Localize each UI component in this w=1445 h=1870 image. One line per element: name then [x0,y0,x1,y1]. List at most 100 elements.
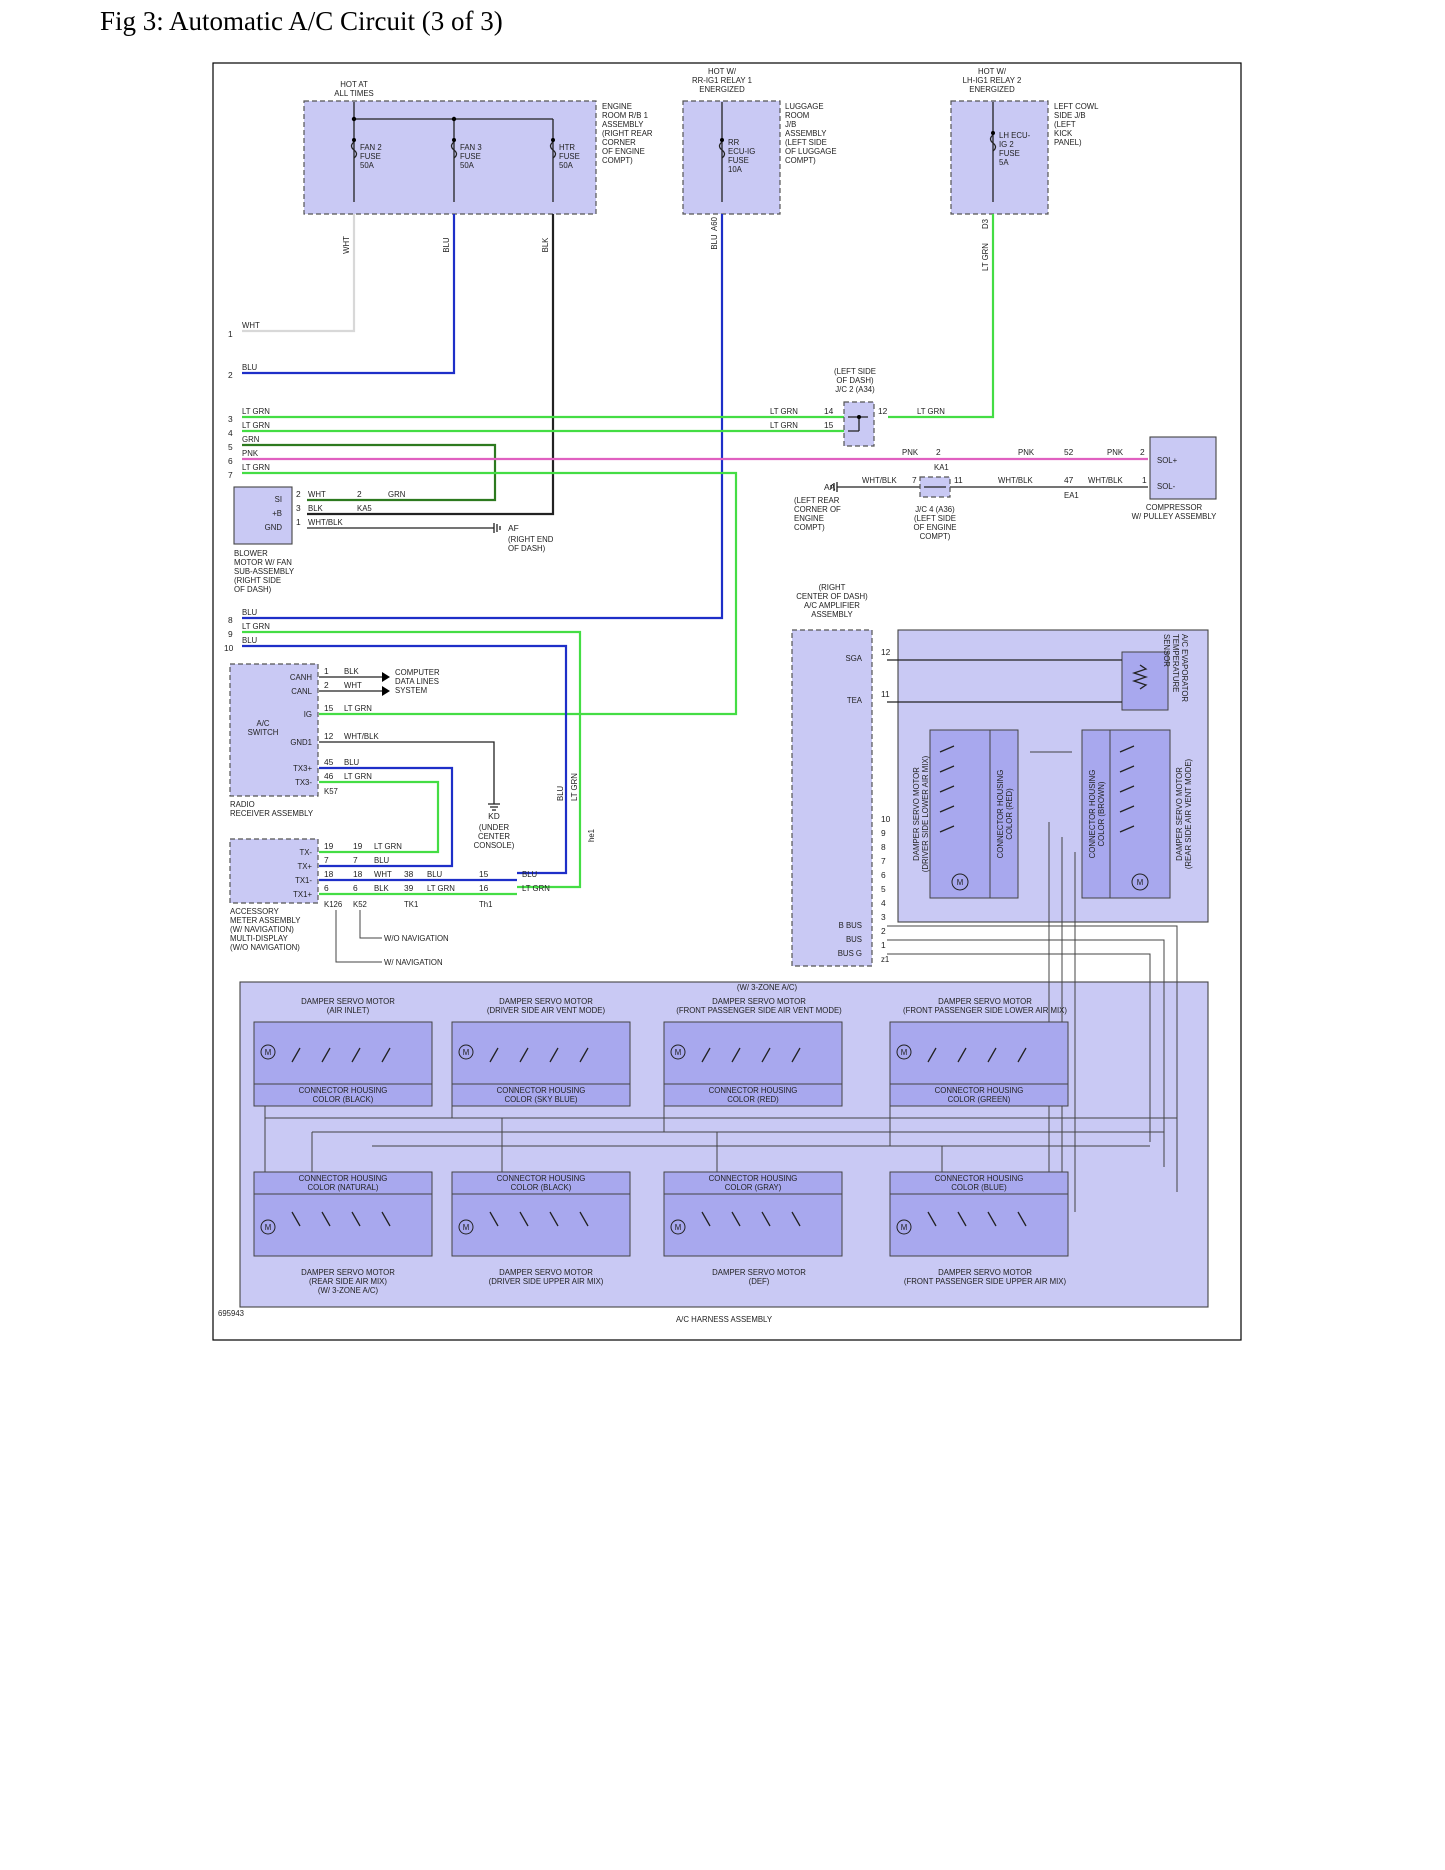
tag-he1-ltgrn: LT GRN [570,773,579,801]
ground-af: AF [508,523,519,533]
meter-pin-19b: 19 [353,841,363,851]
tag-whtblk-sol: WHT/BLK [1088,476,1123,485]
ka1-pin-2: 2 [936,447,941,457]
engine-room-rb1 [303,100,597,215]
servo-air-inlet: DAMPER SERVO MOTOR(AIR INLET) CONNECTOR … [253,997,433,1107]
blower-pin-1: 1 [296,517,301,527]
jc4-pin-7: 7 [912,475,917,485]
motor-icon: M [951,873,969,891]
line-number-9: 9 [228,629,233,639]
meter-pin-7: 7 [324,855,329,865]
luggage-room-jb [682,100,781,215]
servo-fp-upper-body [889,1193,1069,1257]
evaporator-sensor-box [1121,651,1169,711]
servo-fp-lower-body [889,1021,1069,1085]
tag-blu-v: BLU [442,237,451,253]
tag-ltgrn-15: LT GRN [770,421,798,430]
motor-icon: M [1131,873,1149,891]
tag-wht-v: WHT [342,236,351,254]
conn-k52: K52 [353,900,367,909]
wire-ltgrn-7 [242,471,738,716]
figure-id: 695943 [218,1309,244,1318]
tag-tx3p-blu: BLU [344,758,360,767]
radio-pin-1: 1 [324,666,329,676]
wire-blu-10 [242,644,568,875]
servo-driver-upper-label: DAMPER SERVO MOTOR(DRIVER SIDE UPPER AIR… [489,1268,604,1286]
motor-icon: M [260,1044,276,1060]
line-number-10: 10 [224,643,234,653]
amp-pin-6: 6 [881,870,886,880]
meter-pin-6: 6 [324,883,329,893]
conn-he1: he1 [587,829,596,842]
servo-rear-vent-label: DAMPER SERVO MOTOR(REAR SIDE AIR VENT MO… [1175,758,1193,869]
tag-blower-blk: BLK [308,504,324,513]
blower-si: SI [275,495,282,504]
tag-canh-blk: BLK [344,667,360,676]
radio-canh: CANH [290,673,312,682]
ground-aa: AA [824,482,836,492]
conn-ka5: KA5 [357,504,372,513]
meter-pin-19: 19 [324,841,334,851]
radio-pin-15: 15 [324,703,334,713]
radio-canl: CANL [291,687,312,696]
jc2-pin-15: 15 [824,420,834,430]
svg-text:M: M [901,1223,908,1232]
tag-pnk-sol: PNK [1107,448,1124,457]
tag-ltgrn-4: LT GRN [242,421,270,430]
wire-ltgrn-tx3 [319,780,440,854]
tk1-pin-39: 39 [404,883,414,893]
sol-pin-2: 2 [1140,447,1145,457]
servo-fp-upper-label: DAMPER SERVO MOTOR(FRONT PASSENGER SIDE … [904,1268,1067,1286]
th1-pin-16: 16 [479,883,489,893]
conn-k126: K126 [324,900,342,909]
ground-kd: KD [488,811,500,821]
servo-air-inlet-conn [253,1083,433,1107]
svg-text:M: M [463,1223,470,1232]
amp-pin-2: 2 [881,926,886,936]
tag-he1-blu: BLU [556,785,565,801]
amp-bus: BUS [846,935,862,944]
servo-air-inlet-label: DAMPER SERVO MOTOR(AIR INLET) [301,997,395,1015]
svg-text:M: M [1137,878,1144,887]
conn-red-vertical: CONNECTOR HOUSINGCOLOR (RED) [996,770,1014,859]
wire-blu-8 [242,214,724,620]
tag-meter-blk: BLK [374,884,390,893]
wire-wht-1 [242,214,356,333]
amp-pin-8: 8 [881,842,886,852]
amp-pin-12: 12 [881,647,891,657]
blower-b: +B [272,509,282,518]
radio-gnd1: GND1 [290,738,312,747]
servo-fp-vent-body [663,1021,843,1085]
tag-ltgrn-9: LT GRN [242,622,270,631]
meter-pin-7b: 7 [353,855,358,865]
line-number-8: 8 [228,615,233,625]
conn-th1: Th1 [479,900,492,909]
servo-def-label: DAMPER SERVO MOTOR(DEF) [712,1268,806,1286]
svg-text:M: M [265,1223,272,1232]
tag-tk1-blu: BLU [427,870,443,879]
tag-th1-blu: BLU [522,870,538,879]
servo-driver-lower-label: DAMPER SERVO MOTOR(DRIVER SIDE LOWER AIR… [912,755,930,872]
servo-rear-vent-body [1109,729,1171,899]
meter-txm: TX- [299,848,312,857]
servo-driver-vent: DAMPER SERVO MOTOR(DRIVER SIDE AIR VENT … [451,997,631,1107]
servo-rear-mix-label: DAMPER SERVO MOTOR(REAR SIDE AIR MIX)(W/… [301,1268,395,1295]
blower-pin-2: 2 [296,489,301,499]
motor-icon: M [260,1219,276,1235]
wire-ltgrn-d3 [888,214,995,419]
tk1-pin-38: 38 [404,869,414,879]
pin-52: 52 [1064,447,1074,457]
svg-text:M: M [265,1048,272,1057]
